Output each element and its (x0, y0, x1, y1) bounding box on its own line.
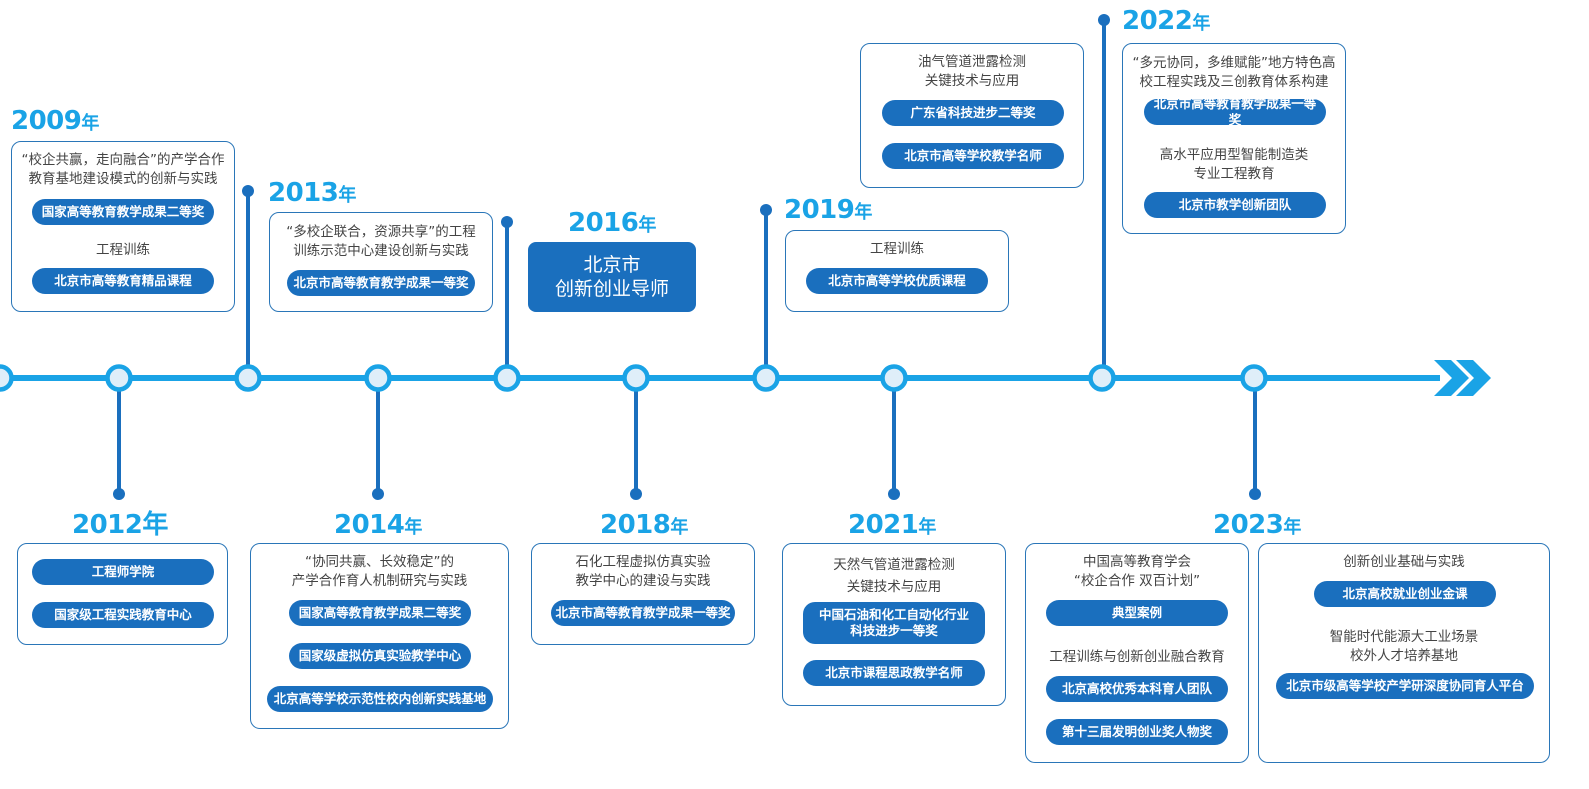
item-text: “多校企联合，资源共享”的工程 训练示范中心建设创新与实践 (286, 224, 476, 259)
year-label-2014: 2014年 (334, 510, 423, 540)
item-text: 智能时代能源大工业场景 校外人才培养基地 (1329, 629, 1479, 664)
award-badge: 第十三届发明创业奖人物奖 (1046, 719, 1228, 745)
award-badge: 北京市课程思政教学名师 (803, 660, 985, 686)
award-badge: 北京高校优秀本科育人团队 (1046, 676, 1228, 702)
award-badge: 国家高等教育教学成果二等奖 (32, 199, 214, 225)
award-badge: 北京市高等教育教学成果一等奖 (287, 270, 475, 296)
year-label-2009: 2009年 (11, 106, 100, 136)
timeline-node (364, 364, 392, 392)
stem-end-dot (1249, 488, 1261, 500)
card-2022-lower: 中国高等教育学会 “校企合作 双百计划” 典型案例 工程训练与创新创业融合教育 … (1025, 543, 1249, 763)
award-badge: 北京市级高等学校产学研深度协同育人平台 (1276, 673, 1534, 699)
stem-end-dot (113, 488, 125, 500)
award-badge: 北京市高等教育精品课程 (32, 268, 214, 294)
timeline-node (880, 364, 908, 392)
item-text: 石化工程虚拟仿真实验 教学中心的建设与实践 (575, 554, 711, 589)
card-2023: 创新创业基础与实践 北京高校就业创业金课 智能时代能源大工业场景 校外人才培养基… (1258, 543, 1550, 763)
award-badge: 北京高校就业创业金课 (1314, 581, 1496, 607)
stem-end-dot (501, 216, 513, 228)
card-2019-upper: 油气管道泄露检测 关键技术与应用 广东省科技进步二等奖 北京市高等学校教学名师 (860, 43, 1084, 188)
card-2013: “多校企联合，资源共享”的工程 训练示范中心建设创新与实践 北京市高等教育教学成… (269, 212, 493, 312)
year-label-2012: 2012年 (72, 510, 169, 540)
award-badge: 国家高等教育教学成果二等奖 (289, 600, 471, 626)
timeline-nodes (0, 364, 1268, 392)
timeline-node (622, 364, 650, 392)
award-badge: 北京高等学校示范性校内创新实践基地 (267, 686, 493, 712)
item-text: 工程训练与创新创业融合教育 (1049, 649, 1225, 665)
stem-end-dot (1098, 14, 1110, 26)
stem-end-dot (888, 488, 900, 500)
item-text: “多元协同，多维赋能”地方特色高 校工程实践及三创教育体系构建 (1132, 55, 1336, 90)
stem-end-dot (760, 204, 772, 216)
item-text: 油气管道泄露检测 关键技术与应用 (918, 54, 1026, 89)
card-2012: 工程师学院 国家级工程实践教育中心 (17, 543, 228, 645)
mentor-highlight-box: 北京市 创新创业导师 (528, 242, 696, 312)
award-badge: 北京市教学创新团队 (1144, 192, 1326, 218)
year-label-2018: 2018年 (600, 510, 689, 540)
item-text: 工程训练 (96, 242, 150, 258)
stem-end-dot (372, 488, 384, 500)
timeline-node (1088, 364, 1116, 392)
item-text: 天然气管道泄露检测 关键技术与应用 (833, 557, 955, 595)
item-text: 中国高等教育学会 “校企合作 双百计划” (1073, 554, 1201, 589)
award-badge: 北京市高等学校教学名师 (882, 143, 1064, 169)
award-badge: 国家级虚拟仿真实验教学中心 (289, 643, 471, 669)
timeline-node (493, 364, 521, 392)
timeline-node (752, 364, 780, 392)
timeline-node (1240, 364, 1268, 392)
timeline-stems (113, 14, 1261, 500)
year-label-2019: 2019年 (784, 195, 873, 225)
award-badge: 广东省科技进步二等奖 (882, 100, 1064, 126)
award-badge: 北京市高等教育教学成果一等奖 (1144, 96, 1326, 127)
item-text: “校企共赢，走向融合”的产学合作 教育基地建设模式的创新与实践 (21, 152, 225, 187)
card-2014: “协同共赢、长效稳定”的 产学合作育人机制研究与实践 国家高等教育教学成果二等奖… (250, 543, 509, 729)
double-chevron-right-icon (1434, 360, 1491, 396)
item-text: “协同共赢、长效稳定”的 产学合作育人机制研究与实践 (291, 554, 468, 589)
award-badge: 北京市高等教育教学成果一等奖 (551, 600, 735, 626)
stem-end-dot (242, 185, 254, 197)
item-text: 高水平应用型智能制造类 专业工程教育 (1159, 147, 1309, 182)
year-label-2021: 2021年 (848, 510, 937, 540)
year-label-2023: 2023年 (1213, 510, 1302, 540)
card-2018: 石化工程虚拟仿真实验 教学中心的建设与实践 北京市高等教育教学成果一等奖 (531, 543, 755, 645)
award-badge: 典型案例 (1046, 600, 1228, 626)
award-badge: 国家级工程实践教育中心 (32, 602, 214, 628)
card-2022-upper: “多元协同，多维赋能”地方特色高 校工程实践及三创教育体系构建 北京市高等教育教… (1122, 43, 1346, 234)
card-2009: “校企共赢，走向融合”的产学合作 教育基地建设模式的创新与实践 国家高等教育教学… (11, 141, 235, 312)
award-badge: 北京市高等学校优质课程 (806, 268, 988, 294)
timeline-node (0, 364, 14, 392)
stem-end-dot (630, 488, 642, 500)
item-text: 创新创业基础与实践 (1343, 554, 1465, 570)
year-label-2022: 2022年 (1122, 6, 1211, 36)
card-2019: 工程训练 北京市高等学校优质课程 (785, 230, 1009, 312)
card-2021: 天然气管道泄露检测 关键技术与应用 中国石油和化工自动化行业 科技进步一等奖 北… (782, 543, 1006, 706)
year-label-2013: 2013年 (268, 178, 357, 208)
award-badge: 中国石油和化工自动化行业 科技进步一等奖 (803, 602, 985, 644)
year-label-2016: 2016年 (568, 208, 657, 238)
timeline-node (234, 364, 262, 392)
timeline-node (105, 364, 133, 392)
item-text: 工程训练 (870, 241, 924, 257)
award-badge: 工程师学院 (32, 559, 214, 585)
